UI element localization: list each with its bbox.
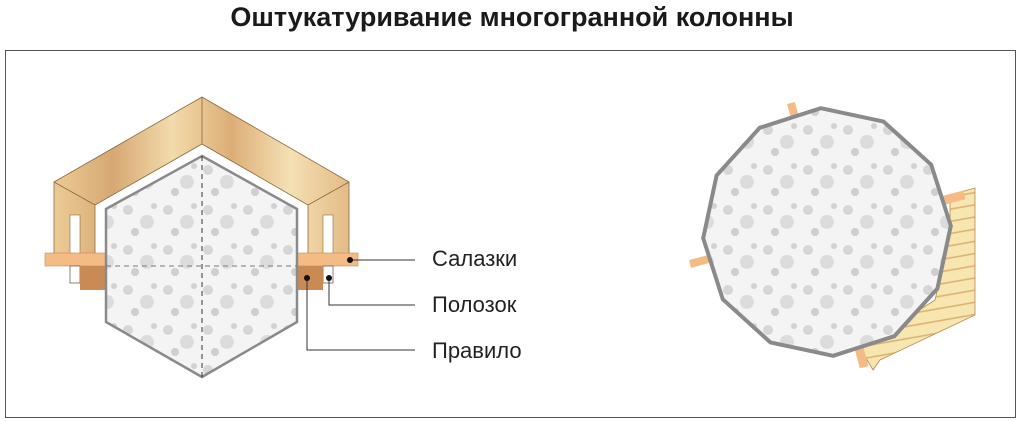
label-salazki: Салазки xyxy=(432,246,518,271)
leader-lines xyxy=(306,259,415,351)
label-pravilo: Правило xyxy=(432,338,522,363)
diagram-frame xyxy=(5,50,1016,418)
dodecagon-column xyxy=(701,106,953,358)
hexagon-column-figure xyxy=(44,96,415,379)
runner-outline-left xyxy=(69,265,81,284)
slot-left xyxy=(69,214,81,255)
label-polozok: Полозок xyxy=(432,292,517,317)
page-title: Оштукатуривание многогранной колонны xyxy=(230,2,794,32)
polygon-column-figure xyxy=(688,101,976,371)
pravilo-left xyxy=(80,266,106,290)
slot-right xyxy=(322,214,334,255)
